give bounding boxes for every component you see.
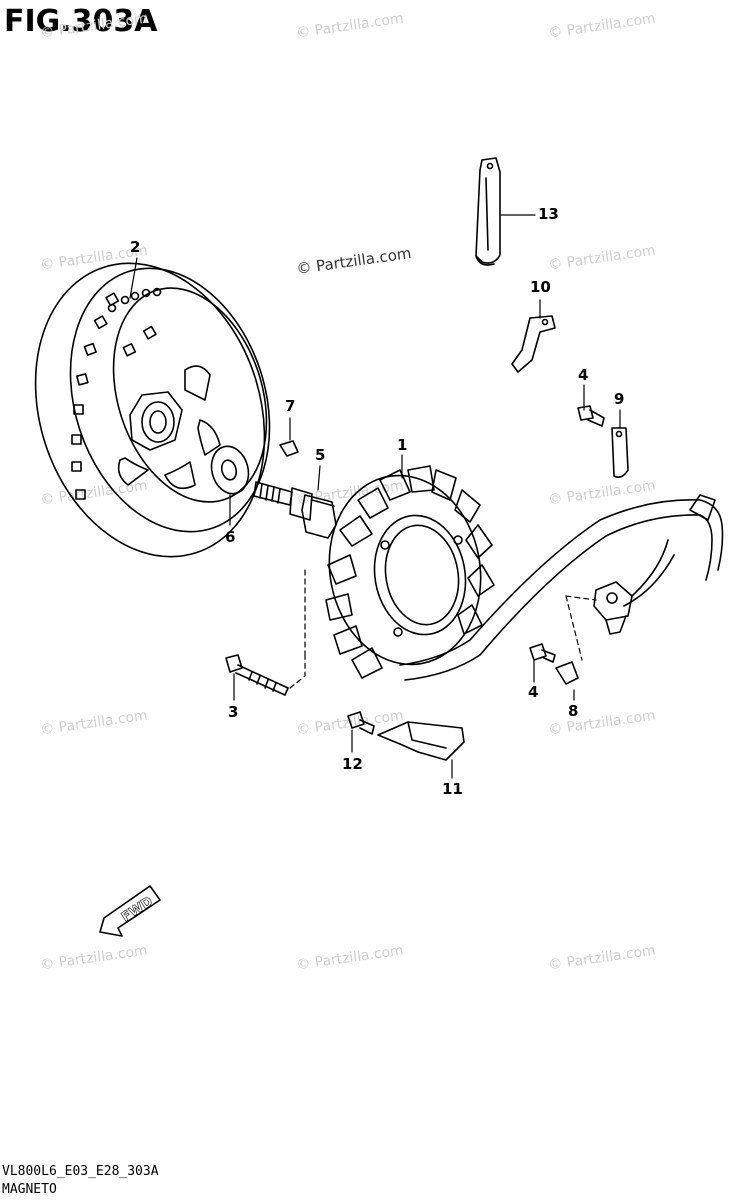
callout-5: 5	[315, 446, 326, 464]
bolt-small	[347, 711, 375, 735]
callout-8: 8	[568, 702, 579, 720]
wire-clamp	[511, 315, 556, 373]
callout-6: 6	[225, 528, 236, 546]
clamp-strap	[475, 157, 501, 266]
stator-coil	[325, 465, 495, 679]
callout-9: 9	[614, 390, 625, 408]
screw-lower	[529, 643, 556, 663]
callout-2: 2	[130, 238, 141, 256]
figure-name: MAGNETO	[2, 1182, 57, 1197]
cover-plate	[377, 721, 465, 761]
clamp-plate	[611, 427, 629, 478]
wire-harness	[399, 494, 724, 681]
stator-bolt	[225, 654, 289, 696]
callout-10: 10	[530, 278, 551, 296]
callout-7: 7	[285, 397, 296, 415]
washer	[210, 445, 250, 495]
callout-3: 3	[228, 703, 239, 721]
fwd-arrow-icon	[99, 885, 161, 937]
fwd-label: FWD	[119, 894, 156, 925]
figure-code: VL800L6_E03_E28_303A	[2, 1164, 159, 1179]
callout-4-lower: 4	[528, 683, 539, 701]
figure-title: FIG.303A	[4, 4, 158, 39]
callout-12: 12	[342, 755, 363, 773]
callout-1: 1	[397, 436, 408, 454]
woodruff-key	[279, 440, 299, 457]
screw-upper	[577, 405, 605, 427]
callout-4-upper: 4	[578, 366, 589, 384]
rotor-flywheel	[34, 262, 271, 558]
callout-11: 11	[442, 780, 463, 798]
callout-13: 13	[538, 205, 559, 223]
clip	[555, 661, 579, 685]
rotor-bolt	[253, 481, 337, 539]
leader-lines	[129, 214, 621, 779]
